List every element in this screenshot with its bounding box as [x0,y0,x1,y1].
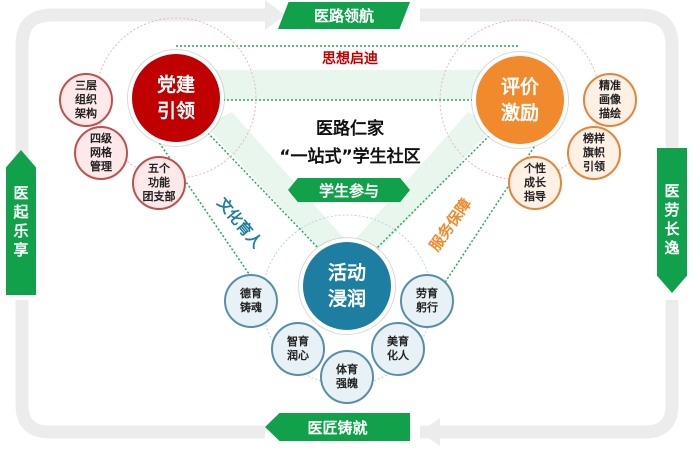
triangle-band-top [205,70,490,100]
party-item: 四级 网格 管理 [74,126,128,180]
evaluation-item: 个性 成长 指导 [508,156,562,210]
party-item: 三层 组织 架构 [59,73,113,127]
center-banner: 学生参与 [288,178,410,202]
loop-label-left: 医起乐享 [6,150,36,295]
center-title: 医路仁家 [316,119,384,139]
loop-track [15,8,679,439]
edge-label-top: 思想启迪 [322,51,378,67]
loop-arrowhead [420,418,440,446]
party-item: 五个 功能 团支部 [132,156,186,210]
loop-label-bottom: 医匠铸就 [265,413,410,441]
triangle-band-left [205,112,350,255]
triangle-band-right [350,112,495,255]
center-subtitle: “一站式”学生社区 [279,147,421,167]
activity-item: 德育 铸魂 [224,274,278,328]
activity-item: 智育 润心 [271,322,325,376]
node-activity: 活动 浸润 [303,242,391,330]
evaluation-item: 榜样 旗帜 引领 [567,126,621,180]
loop-label-top: 医路领航 [278,2,410,29]
activity-item: 体育 强魄 [320,350,374,404]
loop-label-right: 医劳长逸 [657,148,687,293]
loop-arrowhead [265,0,285,30]
evaluation-item: 精准 画像 描绘 [583,73,637,127]
activity-item: 劳育 躬行 [400,274,454,328]
activity-item: 美育 化人 [371,322,425,376]
node-party: 党建 引领 [132,54,220,142]
node-evaluation: 评价 激励 [476,56,564,144]
